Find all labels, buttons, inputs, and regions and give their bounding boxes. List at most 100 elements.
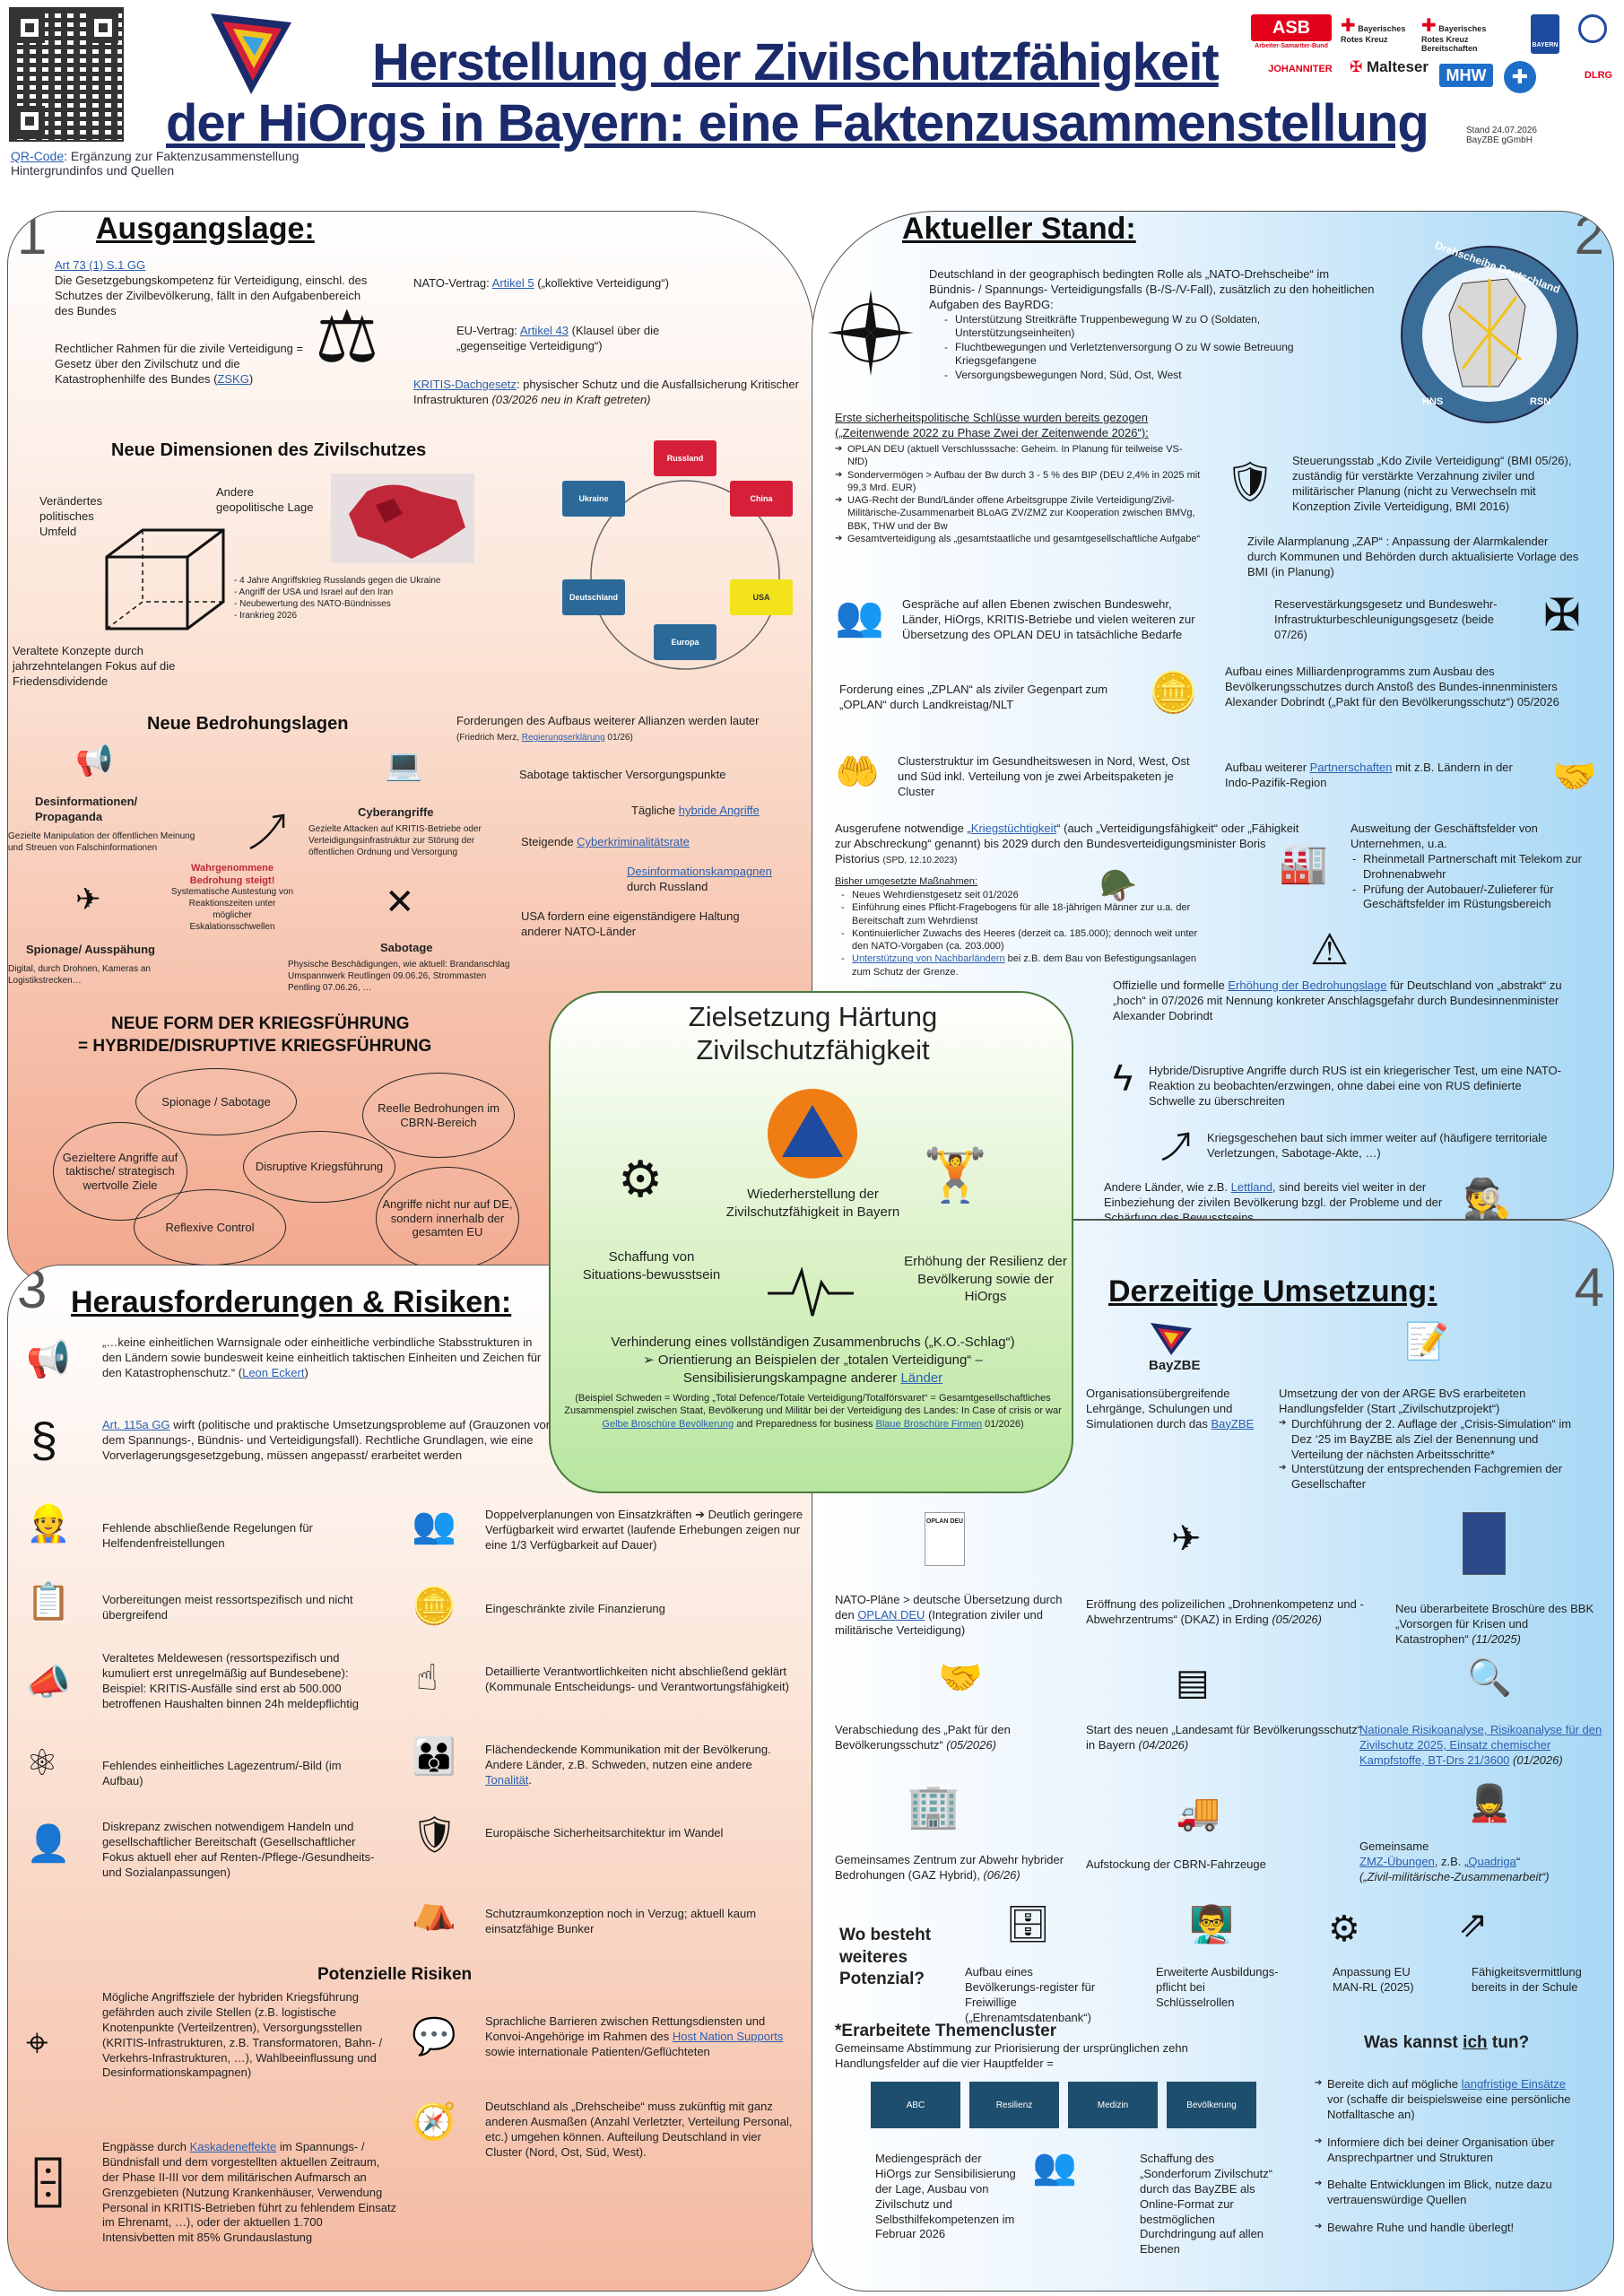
art73-link[interactable]: Art 73 (1) S.1 GG [55, 258, 146, 272]
strategy-board-icon: 📋 [26, 1582, 71, 1622]
teacher-board-icon: 👨‍🏫 [1189, 1905, 1234, 1944]
speech-bubbles-icon: 💬 [412, 2017, 456, 2057]
regierungserklaerung-link[interactable]: Regierungserklärung [521, 732, 605, 743]
blaue-broschuere-link[interactable]: Blaue Broschüre Firmen [875, 1418, 983, 1430]
potential-4: Fähigkeitsvermittlung bereits in der Sch… [1472, 1965, 1582, 1994]
oplan-link[interactable]: OPLAN DEU [857, 1607, 925, 1622]
drone-icon: ✈ [75, 883, 101, 917]
host-nation-support-link[interactable]: Host Nation Supports [672, 2029, 784, 2043]
threat-level-link[interactable]: Erhöhung der Bedrohungslage [1228, 978, 1387, 992]
arge-implementation: Umsetzung der von der ARGE BvS erarbeite… [1279, 1387, 1584, 1492]
first-conclusions-list: OPLAN DEU (aktuell Verschlusssache: Gehe… [835, 443, 1203, 545]
dim-political: Verändertes politisches Umfeld [39, 494, 103, 538]
what-can-i-do-list: Bereite dich auf mögliche langfristige E… [1315, 2077, 1584, 2236]
hybrid-link[interactable]: hybride Angriffe [678, 804, 760, 817]
reserve-law: Reservestärkungsgesetz und Bundeswehr-In… [1274, 597, 1498, 641]
lettland-link[interactable]: Lettland [1230, 1180, 1272, 1194]
qr-code[interactable] [9, 7, 124, 142]
challenge-3: Veraltetes Meldewesen (ressortspezifisch… [102, 1651, 359, 1710]
zmz-exercises: Gemeinsame ZMZ-Übungen, z.B. „Quadriga“(… [1359, 1839, 1550, 1883]
drone-center: Eröffnung des polizeilichen „Drohnenkomp… [1086, 1597, 1364, 1626]
database-icon: 🗄 [1005, 1905, 1051, 1944]
domino-icon: 🁫 [30, 2160, 66, 2207]
challenge-5: Diskrepanz zwischen notwendigem Handeln … [102, 1820, 375, 1879]
nato-treaty: NATO-Vertrag: Artikel 5 („kollektive Ver… [413, 276, 669, 290]
bayzbe-link[interactable]: BayZBE [1211, 1416, 1255, 1431]
coins-icon: 🪙 [412, 1587, 456, 1626]
business-expansion: Ausweitung der Geschäftsfelder von Unter… [1350, 822, 1593, 912]
risk-1: Mögliche Angriffsziele der hybriden Krie… [102, 1990, 383, 2080]
crosshair-icon: ⌖ [26, 2021, 48, 2065]
dimensions-title: Neue Dimensionen des Zivilschutzes [111, 440, 427, 460]
center-resilience: Erhöhung der Resilienz der Bevölkerung s… [904, 1254, 1067, 1304]
warfare-title-1: NEUE FORM DER KRIEGSFÜHRUNG [111, 1014, 410, 1033]
themencluster-title: *Erarbeitete Themencluster [835, 2022, 1057, 2040]
soldier-icon: 💂 [1467, 1784, 1512, 1823]
quadriga-link[interactable]: Quadriga [1468, 1854, 1516, 1868]
center-awareness: Schaffung von Situations-bewusstsein [582, 1249, 721, 1283]
network-icon: ⚛ [26, 1744, 58, 1783]
kritis-link[interactable]: KRITIS-Dachgesetz [413, 378, 517, 391]
eu-article43-link[interactable]: Artikel 43 [519, 324, 569, 337]
page-title-line2: der HiOrgs in Bayern: eine Faktenzusamme… [166, 94, 1429, 152]
gelbe-broschuere-link[interactable]: Gelbe Broschüre Bevölkerung [602, 1418, 734, 1430]
nachbarlaender-link[interactable]: Unterstützung von Nachbarländern [852, 953, 1005, 965]
bunker-icon: ⛺ [412, 1892, 456, 1931]
kriegstuechtigkeit: Ausgerufene notwendige „Kriegstüchtigkei… [835, 822, 1299, 865]
qr-link[interactable]: QR-Code [11, 149, 65, 163]
sabotage-supply: Sabotage taktischer Versorgungspunkte [519, 768, 726, 781]
section-title: Ausgangslage: [96, 212, 315, 246]
meeting-icon: 👥 [1032, 2147, 1077, 2187]
risk-4: Deutschland als „Drehscheibe“ muss zukün… [485, 2100, 793, 2159]
johanniter-logo: JOHANNITER [1268, 64, 1333, 74]
challenge-6: Doppelverplanungen von Einsatzkräften ➔ … [485, 1508, 803, 1552]
zskg-link[interactable]: ZSKG [217, 371, 249, 386]
cluster-abc: ABC [871, 2082, 960, 2128]
map-rsn: RSN [1530, 396, 1551, 407]
partnerships-link[interactable]: Partnerschaften [1309, 761, 1393, 774]
sabotage-text: Physische Beschädigungen, wie aktuell: B… [288, 960, 510, 993]
spionage-text: Digital, durch Drohnen, Kameras an Logis… [8, 964, 151, 986]
cycle-node-russland: Russland [654, 440, 716, 476]
cybercrime-link[interactable]: Cyberkriminalitätsrate [577, 835, 690, 848]
zplan-demand: Forderung eines „ZPLAN“ als ziviler Gege… [839, 683, 1108, 711]
kaskadeneffekte-link[interactable]: Kaskadeneffekte [189, 2140, 277, 2153]
section-number: 2 [1574, 211, 1604, 265]
iron-cross-icon: ✠ [1543, 590, 1581, 640]
challenge-1: Fehlende abschließende Regelungen für He… [102, 1521, 313, 1550]
cycle-node-ukraine: Ukraine [562, 481, 625, 517]
art115a-link[interactable]: Art. 115a GG [102, 1418, 170, 1431]
leon-eckert-link[interactable]: Leon Eckert [242, 1365, 305, 1379]
risikoanalyse-link[interactable]: Nationale Risikoanalyse, Risikoanalyse f… [1359, 1723, 1602, 1767]
sonderforum: Schaffung des „Sonderforum Zivilschutz“ … [1140, 2152, 1273, 2257]
langfristige-einsaetze-link[interactable]: langfristige Einsätze [1461, 2077, 1566, 2091]
measures-title: Bisher umgesetzte Maßnahmen: [835, 876, 977, 887]
what-can-i-do-title: Was kannst ich tun? [1364, 2033, 1530, 2052]
workers-icon: 👷 [26, 1504, 71, 1544]
wasserwacht-logo-icon: ✚ [1504, 61, 1536, 93]
zmz-link[interactable]: ZMZ-Übungen [1359, 1854, 1435, 1868]
cluster-medizin: Medizin [1068, 2082, 1158, 2128]
section-title: Aktueller Stand: [902, 212, 1136, 246]
section-number: 3 [17, 1265, 48, 1319]
crowd-icon: 👪 [412, 1737, 456, 1777]
first-conclusions-title: Erste sicherheitspolitische Schlüsse wur… [835, 411, 1149, 439]
laender-link[interactable]: Länder [900, 1370, 943, 1386]
head-flag-icon: 👤 [26, 1824, 71, 1864]
dim-old-concepts: Veraltete Konzepte durch jahrzehntelange… [13, 644, 176, 688]
pointer-hand-icon: ☝ [416, 1658, 439, 1698]
megaphone-alert-icon: 📣 [26, 1663, 71, 1702]
desinfo-link[interactable]: Desinformationskampagnen [627, 865, 772, 878]
kriegstuechtigkeit-link[interactable]: Kriegstüchtigkeit [970, 822, 1057, 835]
head-gears-icon: ⚙ [618, 1151, 664, 1207]
challenge-4: Fehlendes einheitliches Lagezentrum/-Bil… [102, 1759, 342, 1787]
heartbeat-icon [768, 1266, 854, 1317]
challenge-9: Flächendeckende Kommunikation mit der Be… [485, 1743, 771, 1787]
potential-1: Aufbau eines Bevölkerungs-register für F… [965, 1965, 1096, 2024]
nato-article5-link[interactable]: Artikel 5 [491, 276, 534, 290]
tonalitaet-link[interactable]: Tonalität [485, 1772, 529, 1787]
bbk-brochure: Neu überarbeitete Broschüre des BBK „Vor… [1395, 1602, 1594, 1646]
center-ko: Verhinderung eines vollständigen Zusamme… [611, 1335, 1015, 1350]
section-title: Derzeitige Umsetzung: [1108, 1274, 1437, 1309]
